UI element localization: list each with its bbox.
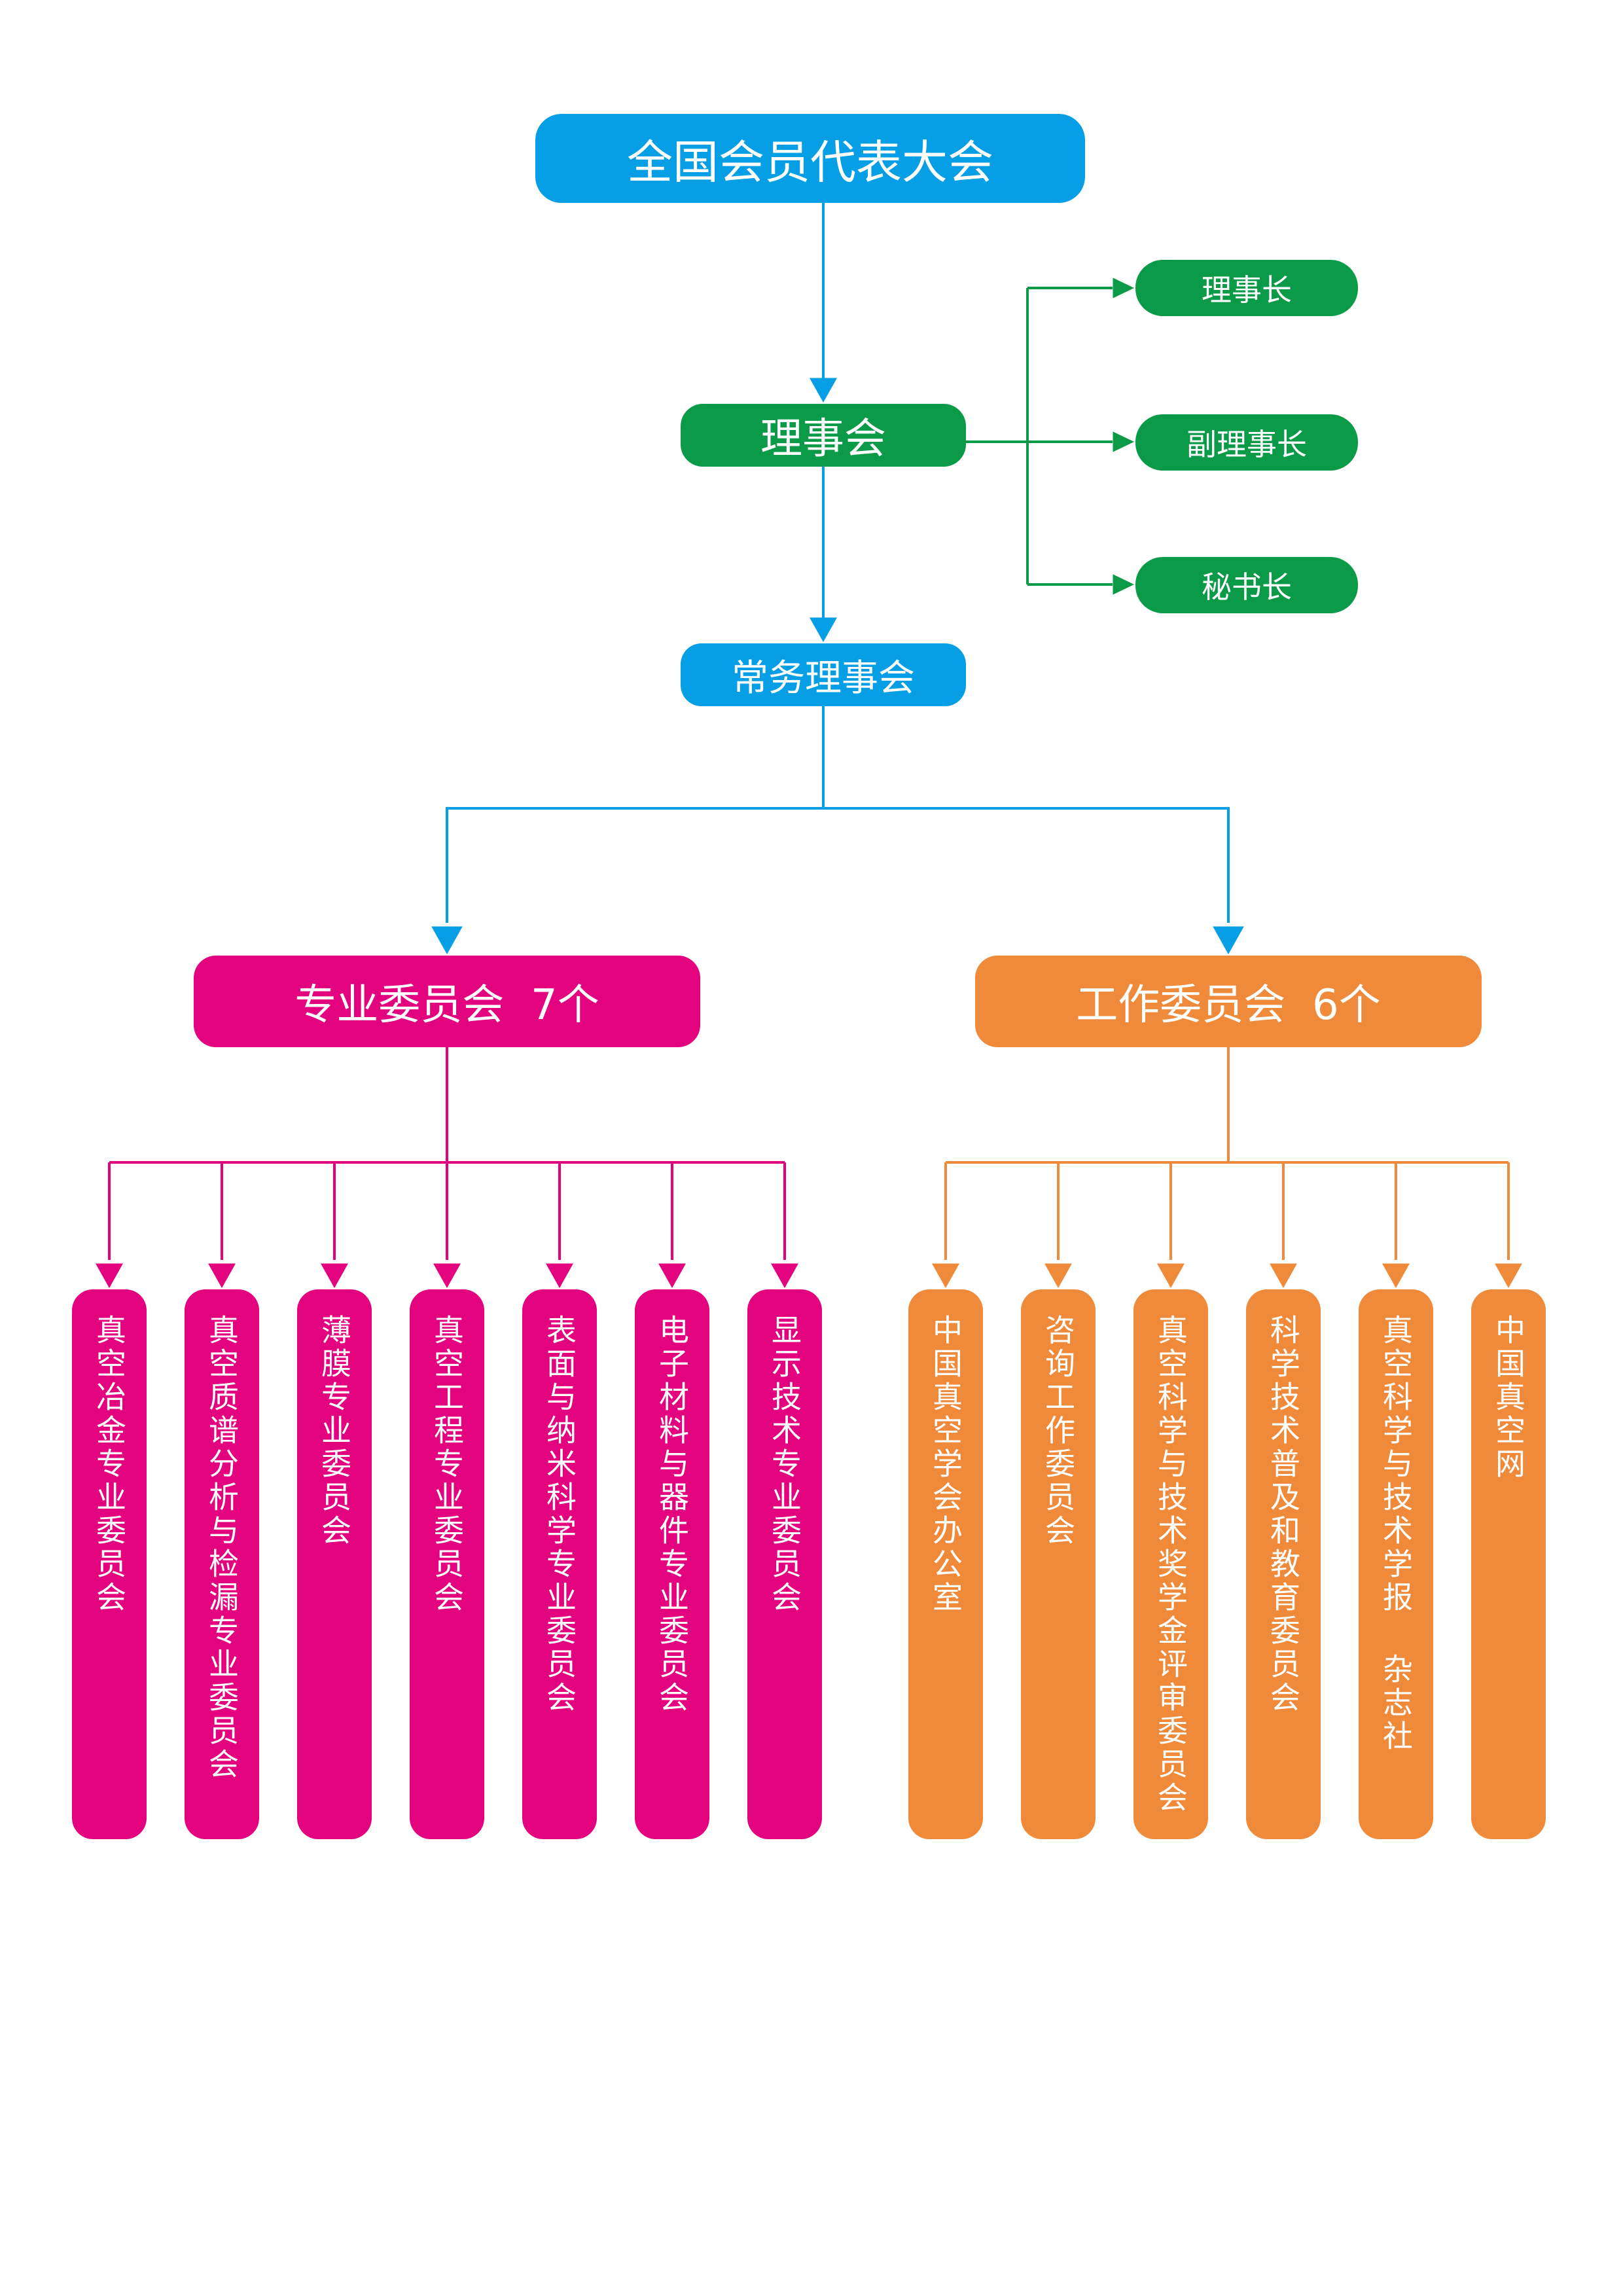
committee-label: 薄膜专业委员会 [317,1314,352,1548]
arrowhead [1382,1263,1410,1288]
committee-label: 显示技术专业委员会 [767,1314,802,1615]
working-committee-card: 中国真空网 [1471,1289,1546,1839]
working-committee-card: 科学技术普及和教育委员会 [1246,1289,1321,1839]
arrowhead [433,1263,461,1288]
arrowhead [431,926,463,954]
committee-label: 中国真空网 [1491,1314,1526,1481]
arrowhead [1157,1263,1185,1288]
arrowhead [208,1263,236,1288]
connector-line [823,807,1230,923]
arrowhead [932,1263,959,1288]
professional-committee-card: 真空冶金专业委员会 [72,1289,147,1839]
professional-committee-card: 真空工程专业委员会 [410,1289,484,1839]
committee-label: 真空冶金专业委员会 [92,1314,127,1615]
committee-label: 真空科学与技术学报 杂志社 [1378,1314,1414,1753]
professional-committee-card: 薄膜专业委员会 [297,1289,372,1839]
arrowhead [1495,1263,1522,1288]
professional-committee-card: 显示技术专业委员会 [747,1289,822,1839]
officer-secretary-general-label: 秘书长 [1202,569,1292,605]
committee-label: 表面与纳米科学专业委员会 [542,1314,577,1715]
standing-council-node: 常务理事会 [681,643,966,706]
professional-committee-card: 表面与纳米科学专业委员会 [522,1289,597,1839]
professional-committees-label: 专业委员会 7个 [294,981,599,1030]
arrowhead [96,1263,123,1288]
arrowhead [1213,926,1244,954]
committee-label: 电子材料与器件专业委员会 [654,1314,690,1715]
working-committee-card: 真空科学与技术学报 杂志社 [1359,1289,1433,1839]
officer-secretary-general-node: 秘书长 [1135,557,1358,613]
congress-label: 全国会员代表大会 [627,135,993,189]
officer-vice-chairman-label: 副理事长 [1186,427,1307,462]
congress-node: 全国会员代表大会 [535,114,1085,203]
arrowhead [771,1263,798,1288]
officer-chairman-node: 理事长 [1135,260,1358,316]
working-committees-label: 工作委员会 6个 [1076,981,1381,1030]
committee-label: 科学技术普及和教育委员会 [1266,1314,1301,1715]
connector-line [446,706,825,923]
arrowhead [1113,431,1134,452]
working-committee-card: 真空科学与技术奖学金评审委员会 [1133,1289,1208,1839]
committee-label: 中国真空学会办公室 [928,1314,963,1615]
arrowhead [1270,1263,1297,1288]
arrowhead [321,1263,348,1288]
committee-label: 真空科学与技术奖学金评审委员会 [1153,1314,1188,1815]
standing-council-label: 常务理事会 [732,656,915,700]
arrowhead [1113,574,1134,595]
working-committee-card: 咨询工作委员会 [1021,1289,1096,1839]
arrowhead [1113,278,1134,298]
arrowhead [546,1263,573,1288]
working-committees-node: 工作委员会 6个 [975,956,1482,1047]
council-label: 理事会 [760,415,886,463]
arrowhead [658,1263,686,1288]
professional-committee-card: 电子材料与器件专业委员会 [635,1289,709,1839]
arrowhead [810,617,837,642]
council-node: 理事会 [681,404,966,467]
officer-vice-chairman-node: 副理事长 [1135,414,1358,471]
committee-label: 真空质谱分析与检漏专业委员会 [204,1314,240,1782]
working-committee-card: 中国真空学会办公室 [908,1289,983,1839]
arrowhead [810,378,837,403]
officer-chairman-label: 理事长 [1202,272,1292,308]
committee-label: 真空工程专业委员会 [429,1314,465,1615]
professional-committees-node: 专业委员会 7个 [194,956,700,1047]
arrowhead [1044,1263,1072,1288]
committee-label: 咨询工作委员会 [1041,1314,1076,1548]
professional-committee-card: 真空质谱分析与检漏专业委员会 [185,1289,259,1839]
